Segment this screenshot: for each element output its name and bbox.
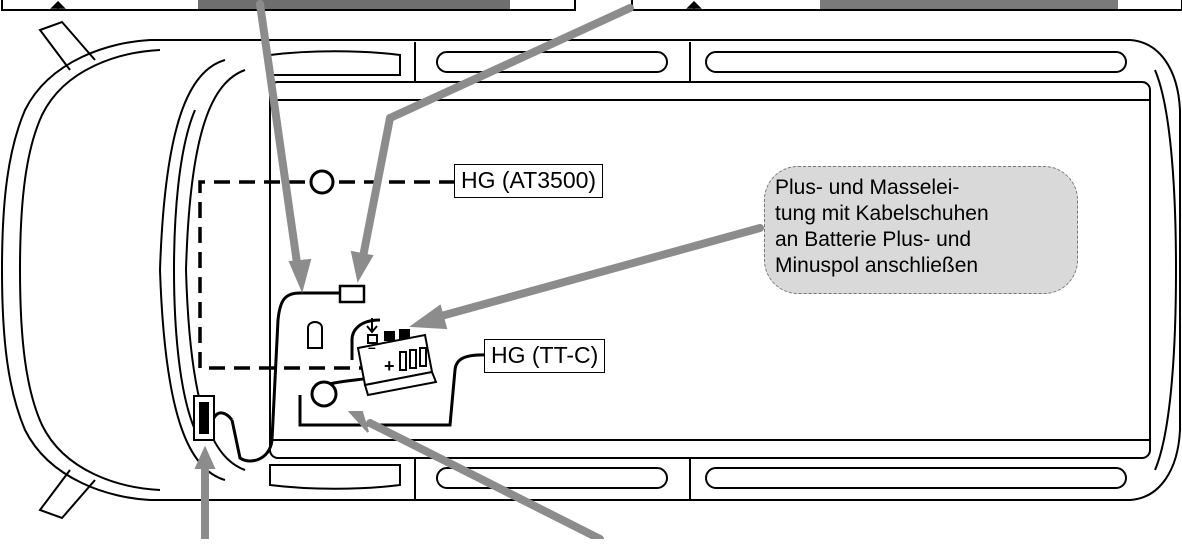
battery-icon	[356, 318, 438, 397]
note-line-3: an Batterie Plus- und	[775, 228, 972, 251]
fuse-holder-icon	[307, 321, 323, 349]
battery-minus-sign: –	[368, 339, 376, 355]
photo-frame-left	[1, 0, 576, 11]
inline-fuse-at3500	[309, 169, 335, 195]
ground-loop	[310, 380, 338, 408]
socket-icon	[193, 395, 215, 441]
label-hg-ttc: HG (TT-C)	[484, 339, 606, 373]
cable-solid	[212, 291, 491, 463]
note-line-4: Minuspol anschließen	[775, 254, 979, 277]
photo-frame-right	[631, 0, 1182, 11]
note-callout: Plus- und Masselei- tung mit Kabelschuhe…	[764, 166, 1078, 294]
pointer-arrows	[194, 0, 764, 543]
connector-box	[338, 284, 366, 304]
note-line-1: Plus- und Masselei-	[775, 176, 960, 199]
label-hg-at3500: HG (AT3500)	[454, 164, 604, 198]
vehicle-outline	[0, 20, 1181, 520]
note-line-2: tung mit Kabelschuhen	[775, 202, 989, 225]
battery-plus-sign: +	[384, 356, 395, 376]
